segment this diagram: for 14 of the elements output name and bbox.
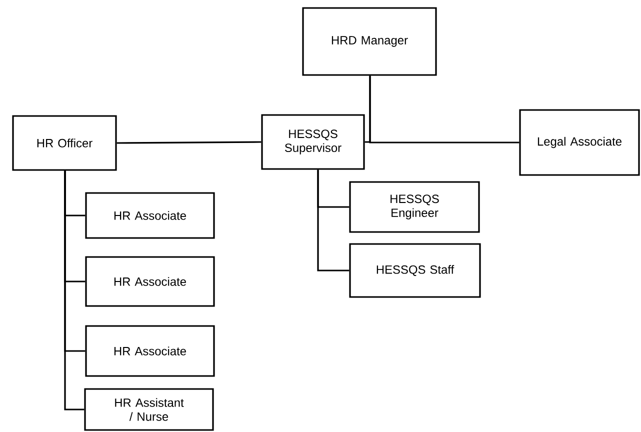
position-box: HESSQS Supervisor: [261, 114, 365, 170]
connector-line: [369, 76, 520, 144]
position-box: HRD Manager: [302, 7, 437, 76]
position-box: HR Associate: [85, 192, 215, 239]
position-box: Legal Associate: [519, 109, 640, 176]
position-box: HESSQS Engineer: [349, 181, 480, 233]
connector-line: [116, 141, 262, 144]
position-box: HR Associate: [85, 256, 215, 307]
position-box: HR Associate: [85, 325, 215, 377]
position-box: HESSQS Staff: [349, 243, 481, 298]
position-box: HR Officer: [12, 115, 117, 171]
connector-line: [317, 170, 350, 272]
connector-line: [64, 170, 84, 410]
position-box: HR Assistant / Nurse: [84, 388, 214, 431]
